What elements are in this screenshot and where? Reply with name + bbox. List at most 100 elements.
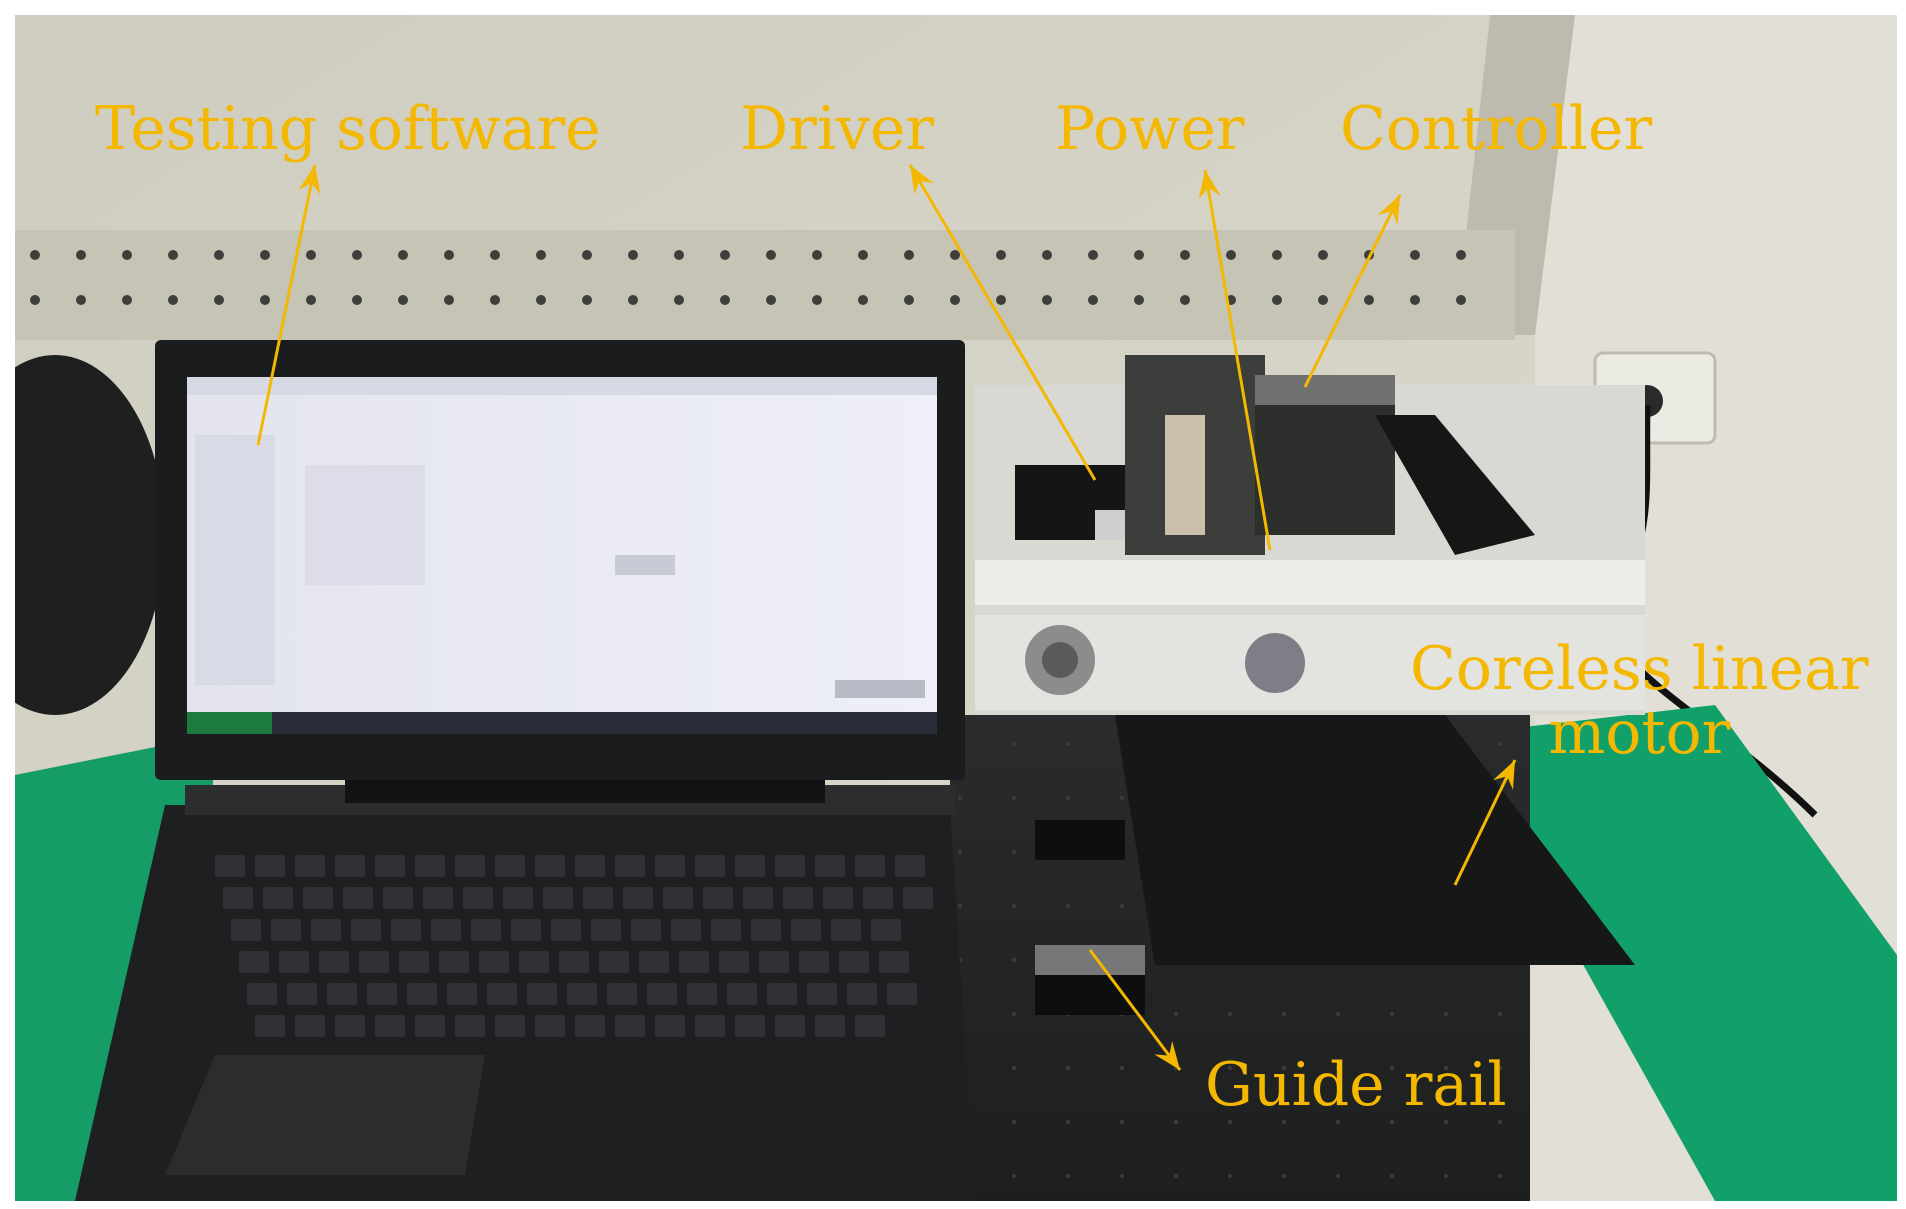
keyboard-key (231, 919, 261, 941)
keyboard-key (575, 855, 605, 877)
arrow-controller (1303, 194, 1402, 388)
keyboard-key (455, 855, 485, 877)
pegboard-strip (15, 230, 1515, 340)
arrow-guide-rail (1088, 949, 1182, 1071)
keyboard-key (399, 951, 429, 973)
label-coreless-linear-motor: Coreless linear motor (1410, 637, 1869, 765)
peg-hole (1134, 250, 1144, 260)
keyboard-key (311, 919, 341, 941)
keyboard-key (503, 887, 533, 909)
keyboard-key (599, 951, 629, 973)
peg-hole (30, 250, 40, 260)
keyboard-key (879, 951, 909, 973)
keyboard-key (871, 919, 901, 941)
keyboard-key (855, 1015, 885, 1037)
peg-hole (398, 250, 408, 260)
keyboard-key (727, 983, 757, 1005)
keyboard-key (527, 983, 557, 1005)
keyboard-key (455, 1015, 485, 1037)
keyboard-key (319, 951, 349, 973)
keyboard-key (359, 951, 389, 973)
label-guide-rail: Guide rail (1205, 1050, 1507, 1120)
keyboard-key (495, 1015, 525, 1037)
keyboard-key (415, 855, 445, 877)
keyboard-key (631, 919, 661, 941)
screen-taskbar (187, 712, 937, 734)
keyboard-key (695, 855, 725, 877)
motor-plate (1115, 715, 1635, 965)
arrow-coreless-linear-motor (1453, 759, 1517, 886)
keyboard-key (767, 983, 797, 1005)
peg-hole (1272, 295, 1282, 305)
peg-hole (260, 250, 270, 260)
peg-hole (168, 295, 178, 305)
peg-hole (1088, 250, 1098, 260)
keyboard-key (415, 1015, 445, 1037)
keyboard-key (335, 855, 365, 877)
keyboard-key (855, 855, 885, 877)
peg-hole (950, 250, 960, 260)
peg-hole (1364, 295, 1374, 305)
keyboard-key (463, 887, 493, 909)
keyboard-key (695, 1015, 725, 1037)
peg-hole (858, 250, 868, 260)
keyboard-key (423, 887, 453, 909)
keyboard-key (559, 951, 589, 973)
peg-hole (306, 250, 316, 260)
peg-hole (674, 295, 684, 305)
keyboard-key (863, 887, 893, 909)
rack-rail-top (975, 560, 1645, 605)
keyboard-key (407, 983, 437, 1005)
label-power: Power (1055, 94, 1245, 164)
keyboard-key (215, 855, 245, 877)
keyboard-key (719, 951, 749, 973)
pegboard-holes (30, 250, 1466, 305)
peg-hole (444, 250, 454, 260)
peg-hole (30, 295, 40, 305)
keyboard-key (327, 983, 357, 1005)
peg-hole (628, 250, 638, 260)
peg-hole (1042, 250, 1052, 260)
keyboard-key (343, 887, 373, 909)
keyboard-key (543, 887, 573, 909)
annotation-arrows (256, 164, 1517, 1071)
keyboard-key (743, 887, 773, 909)
peg-hole (490, 250, 500, 260)
label-controller: Controller (1340, 94, 1653, 164)
peg-hole (1180, 295, 1190, 305)
keyboard-key (439, 951, 469, 973)
keyboard-key (351, 919, 381, 941)
keyboard-key (479, 951, 509, 973)
peg-hole (766, 250, 776, 260)
keyboard-key (519, 951, 549, 973)
keyboard-key (663, 887, 693, 909)
peg-hole (536, 250, 546, 260)
keyboard-key (447, 983, 477, 1005)
laptop-touchpad (165, 1055, 485, 1175)
peg-hole (996, 295, 1006, 305)
arrow-power (1198, 169, 1272, 551)
peg-hole (582, 295, 592, 305)
keyboard-key (823, 887, 853, 909)
peg-hole (536, 295, 546, 305)
keyboard-key (807, 983, 837, 1005)
keyboard-key (783, 887, 813, 909)
peg-hole (1410, 250, 1420, 260)
keyboard-key (607, 983, 637, 1005)
peg-hole (398, 295, 408, 305)
peg-hole (122, 295, 132, 305)
peg-hole (720, 250, 730, 260)
lab-setup-photo (15, 15, 1897, 1201)
peg-hole (1318, 250, 1328, 260)
keyboard-key (303, 887, 333, 909)
peg-hole (766, 295, 776, 305)
keyboard-key (615, 1015, 645, 1037)
keyboard-key (591, 919, 621, 941)
label-coreless-line2: motor (1548, 698, 1731, 768)
peg-hole (1180, 250, 1190, 260)
keyboard-key (847, 983, 877, 1005)
keyboard-key (799, 951, 829, 973)
keyboard-key (471, 919, 501, 941)
peg-hole (582, 250, 592, 260)
peg-hole (1134, 295, 1144, 305)
